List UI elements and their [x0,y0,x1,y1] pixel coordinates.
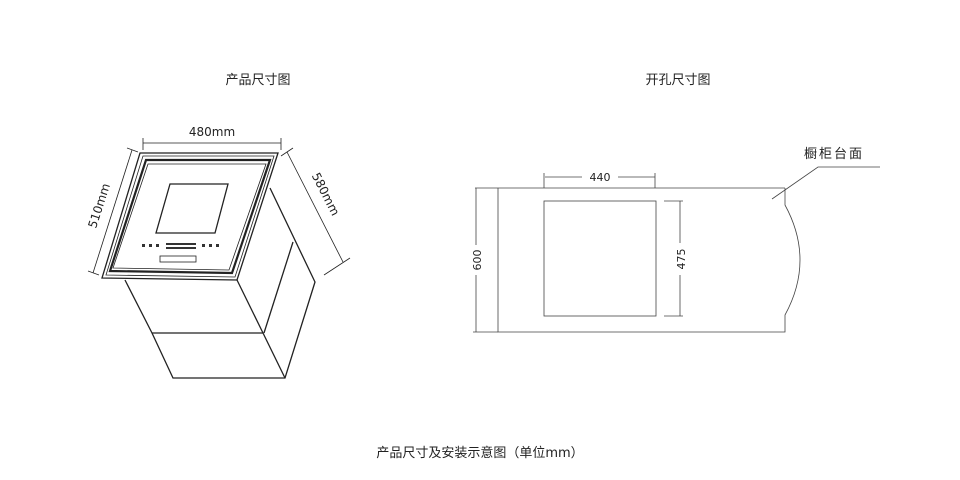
countertop-outline [497,188,801,333]
display-window [155,183,229,234]
hole-width-label: 440 [590,171,611,184]
width-label: 480mm [189,125,235,139]
hole-depth-label: 475 [675,249,688,270]
top-frame [101,152,279,281]
cutout-drawing: 600 440 475 橱柜台面 [471,147,880,333]
slot [159,255,197,263]
height-label: 580mm [309,170,342,218]
product-title: 产品尺寸图 [225,73,290,88]
product-drawing: 480mm 510mm 580mm [85,125,351,379]
counter-label: 橱柜台面 [804,147,864,162]
caption: 产品尺寸及安装示意图（单位mm） [376,445,583,461]
body-outline [124,187,316,379]
cutout-hole [543,200,657,317]
body-front-edge [236,279,264,334]
cutout-title: 开孔尺寸图 [645,73,710,88]
control-panel [142,243,219,249]
counter-depth-label: 600 [471,250,484,271]
